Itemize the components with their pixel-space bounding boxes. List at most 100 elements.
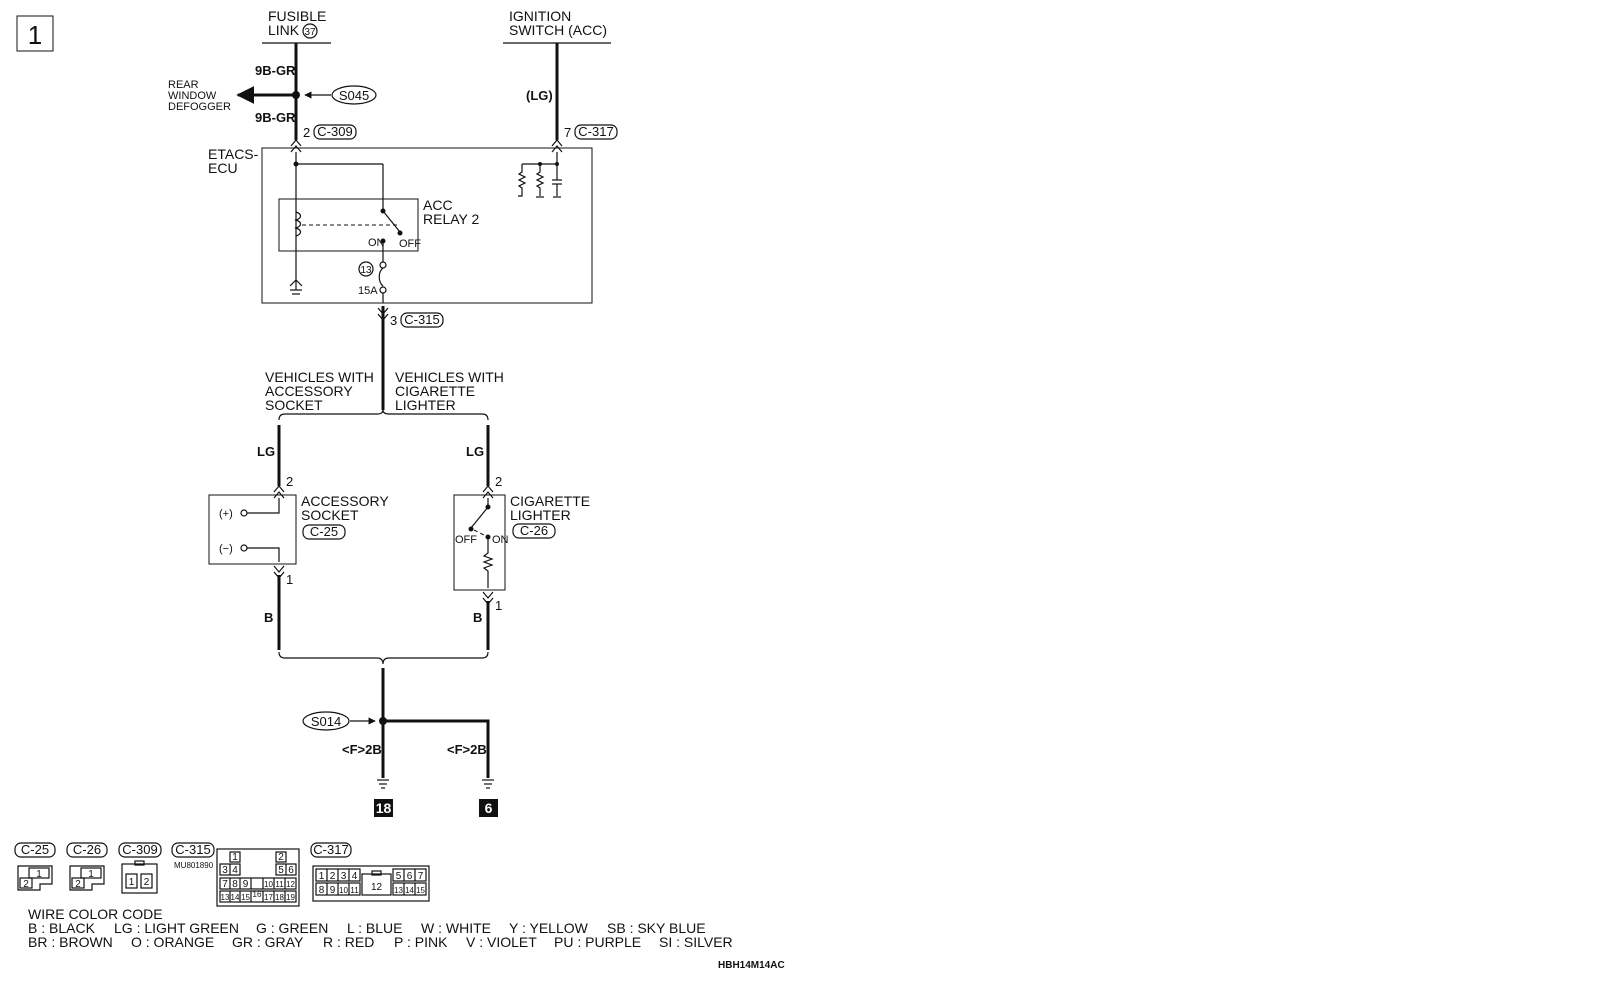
c317-pin-4: 4 [352, 871, 358, 882]
c315-pin-9: 9 [243, 879, 249, 890]
relay-on-label: ON [368, 237, 385, 249]
acc-relay-box [278, 198, 419, 252]
pin-chevron-c309 [290, 139, 302, 153]
wcc-row2-gr: GR : GRAY [232, 934, 304, 950]
c317-pin-9: 9 [330, 885, 336, 896]
relay-label-2: RELAY 2 [423, 211, 480, 227]
wcc-row1-y: Y : YELLOW [509, 920, 589, 936]
ignition-switch-label-1: IGNITION [509, 8, 571, 24]
legend-tag-c315: C-315 [171, 842, 215, 858]
connector-c317-text: C-317 [578, 124, 613, 139]
pin-chevron-c317 [551, 139, 563, 153]
splice-label-s045: S045 [331, 85, 377, 105]
wcc-row2-o: O : ORANGE [131, 934, 214, 950]
connector-face-c25: 1 2 [17, 865, 53, 891]
c26-pin-2: 2 [75, 879, 81, 890]
resistor-icon-2 [535, 164, 545, 196]
c315-pin-15: 15 [241, 893, 250, 902]
wire-color-ignition: (LG) [526, 88, 553, 103]
pin-socket-bottom: 1 [286, 572, 293, 587]
connector-c25-text: C-25 [310, 524, 338, 539]
pin-c309: 2 [303, 125, 310, 140]
rear-defogger-label: REAR WINDOW DEFOGGER [168, 79, 231, 113]
lighter-heater-icon [482, 537, 494, 588]
wire-s014-to-right-ground [383, 719, 490, 778]
rear-defogger-line3: DEFOGGER [168, 101, 231, 113]
c315-pin-4: 4 [232, 865, 238, 876]
c315-pin-10: 10 [264, 880, 273, 889]
lighter-on-label: ON [492, 534, 509, 546]
c317-pin-1: 1 [319, 871, 325, 882]
wcc-row1-b: B : BLACK [28, 920, 96, 936]
wire-color-code-title: WIRE COLOR CODE [28, 906, 163, 922]
connector-face-c315: 1 2 3 4 5 6 7 8 9 10 11 12 [216, 848, 300, 907]
ground-point-right: 6 [479, 799, 498, 817]
ignition-switch-label-2: SWITCH (ACC) [509, 22, 607, 38]
wire-color-lower-left: 9B-GR [255, 110, 296, 125]
fuse-rating: 15A [358, 285, 378, 297]
branch-brace [278, 409, 489, 421]
wcc-row1-sb: SB : SKY BLUE [607, 920, 706, 936]
connector-face-c317: 1 2 3 4 5 6 7 8 9 10 11 12 13 14 [312, 865, 430, 902]
c317-pin-11: 11 [350, 886, 359, 895]
connector-c317-tag: C-317 [574, 124, 618, 140]
cigarette-lighter: OFF ON CIGARETTE LIGHTER C-26 [453, 493, 590, 591]
pin-c315: 3 [390, 313, 397, 328]
wcc-row1-lg: LG : LIGHT GREEN [114, 920, 239, 936]
etacs-ecu-box [261, 147, 593, 304]
wire-color-ground-right: <F>2B [447, 742, 487, 757]
c309-pin-1: 1 [129, 877, 135, 888]
relay-label-1: ACC [423, 197, 453, 213]
c317-pin-14: 14 [405, 886, 414, 895]
c317-pin-10: 10 [339, 886, 348, 895]
c315-pin-2: 2 [278, 852, 284, 863]
connector-c309-text: C-309 [317, 124, 352, 139]
c317-pin-12: 12 [371, 882, 383, 893]
wire-color-lighter-top: LG [466, 444, 484, 459]
branch-label-right: VEHICLES WITH CIGARETTE LIGHTER [395, 369, 504, 413]
relay-off-label: OFF [399, 238, 421, 250]
legend-c26-text: C-26 [73, 842, 101, 857]
wcc-row2-pu: PU : PURPLE [554, 934, 641, 950]
etacs-ecu: ETACS- ECU ACC RELAY 2 ON OFF [208, 146, 593, 304]
relay-coil-icon [294, 211, 302, 237]
legend-c25-text: C-25 [21, 842, 49, 857]
rear-defogger-line1: REAR [168, 79, 199, 91]
branch-right-1: VEHICLES WITH [395, 369, 504, 385]
legend-c309-text: C-309 [122, 842, 157, 857]
c315-pin-1: 1 [232, 852, 238, 863]
accessory-socket-label-2: SOCKET [301, 507, 359, 523]
connector-c26-text: C-26 [520, 523, 548, 538]
pin-socket-top: 2 [286, 474, 293, 489]
c25-pin-1: 1 [36, 869, 42, 880]
c317-pin-8: 8 [319, 885, 325, 896]
ground-brace [278, 651, 489, 665]
ignition-switch: IGNITION SWITCH (ACC) [503, 8, 611, 44]
pin-lighter-top: 2 [495, 474, 502, 489]
legend-tag-c317: C-317 [310, 842, 352, 858]
c317-pin-5: 5 [396, 871, 402, 882]
legend-tag-c25: C-25 [14, 842, 56, 858]
pin-c317: 7 [564, 125, 571, 140]
connector-legend: C-25 C-26 C-309 C-315 C-317 MU801890 1 2 [14, 842, 430, 907]
fuse-number: 13 [360, 265, 372, 276]
c315-pin-6: 6 [288, 865, 294, 876]
wcc-row2-si: SI : SILVER [659, 934, 733, 950]
wcc-row2-v: V : VIOLET [466, 934, 537, 950]
fuse-13: 13 15A [358, 261, 387, 297]
c309-pin-2: 2 [144, 877, 150, 888]
c315-pin-17: 17 [264, 893, 273, 902]
rear-defogger-line2: WINDOW [168, 90, 217, 102]
c315-pin-12: 12 [286, 880, 295, 889]
c315-pin-8: 8 [232, 879, 238, 890]
pin-chevron-lighter-top [482, 485, 494, 499]
cigarette-lighter-label-2: LIGHTER [510, 507, 571, 523]
fusible-link-number: 37 [304, 27, 316, 38]
ground-point-left-number: 18 [376, 800, 392, 816]
wire-color-socket-top: LG [257, 444, 275, 459]
splice-s045-text: S045 [339, 88, 369, 103]
legend-tag-c26: C-26 [66, 842, 108, 858]
ground-icon-right [482, 779, 494, 789]
c317-pin-6: 6 [407, 871, 413, 882]
connector-c315-tag: C-315 [400, 312, 444, 328]
